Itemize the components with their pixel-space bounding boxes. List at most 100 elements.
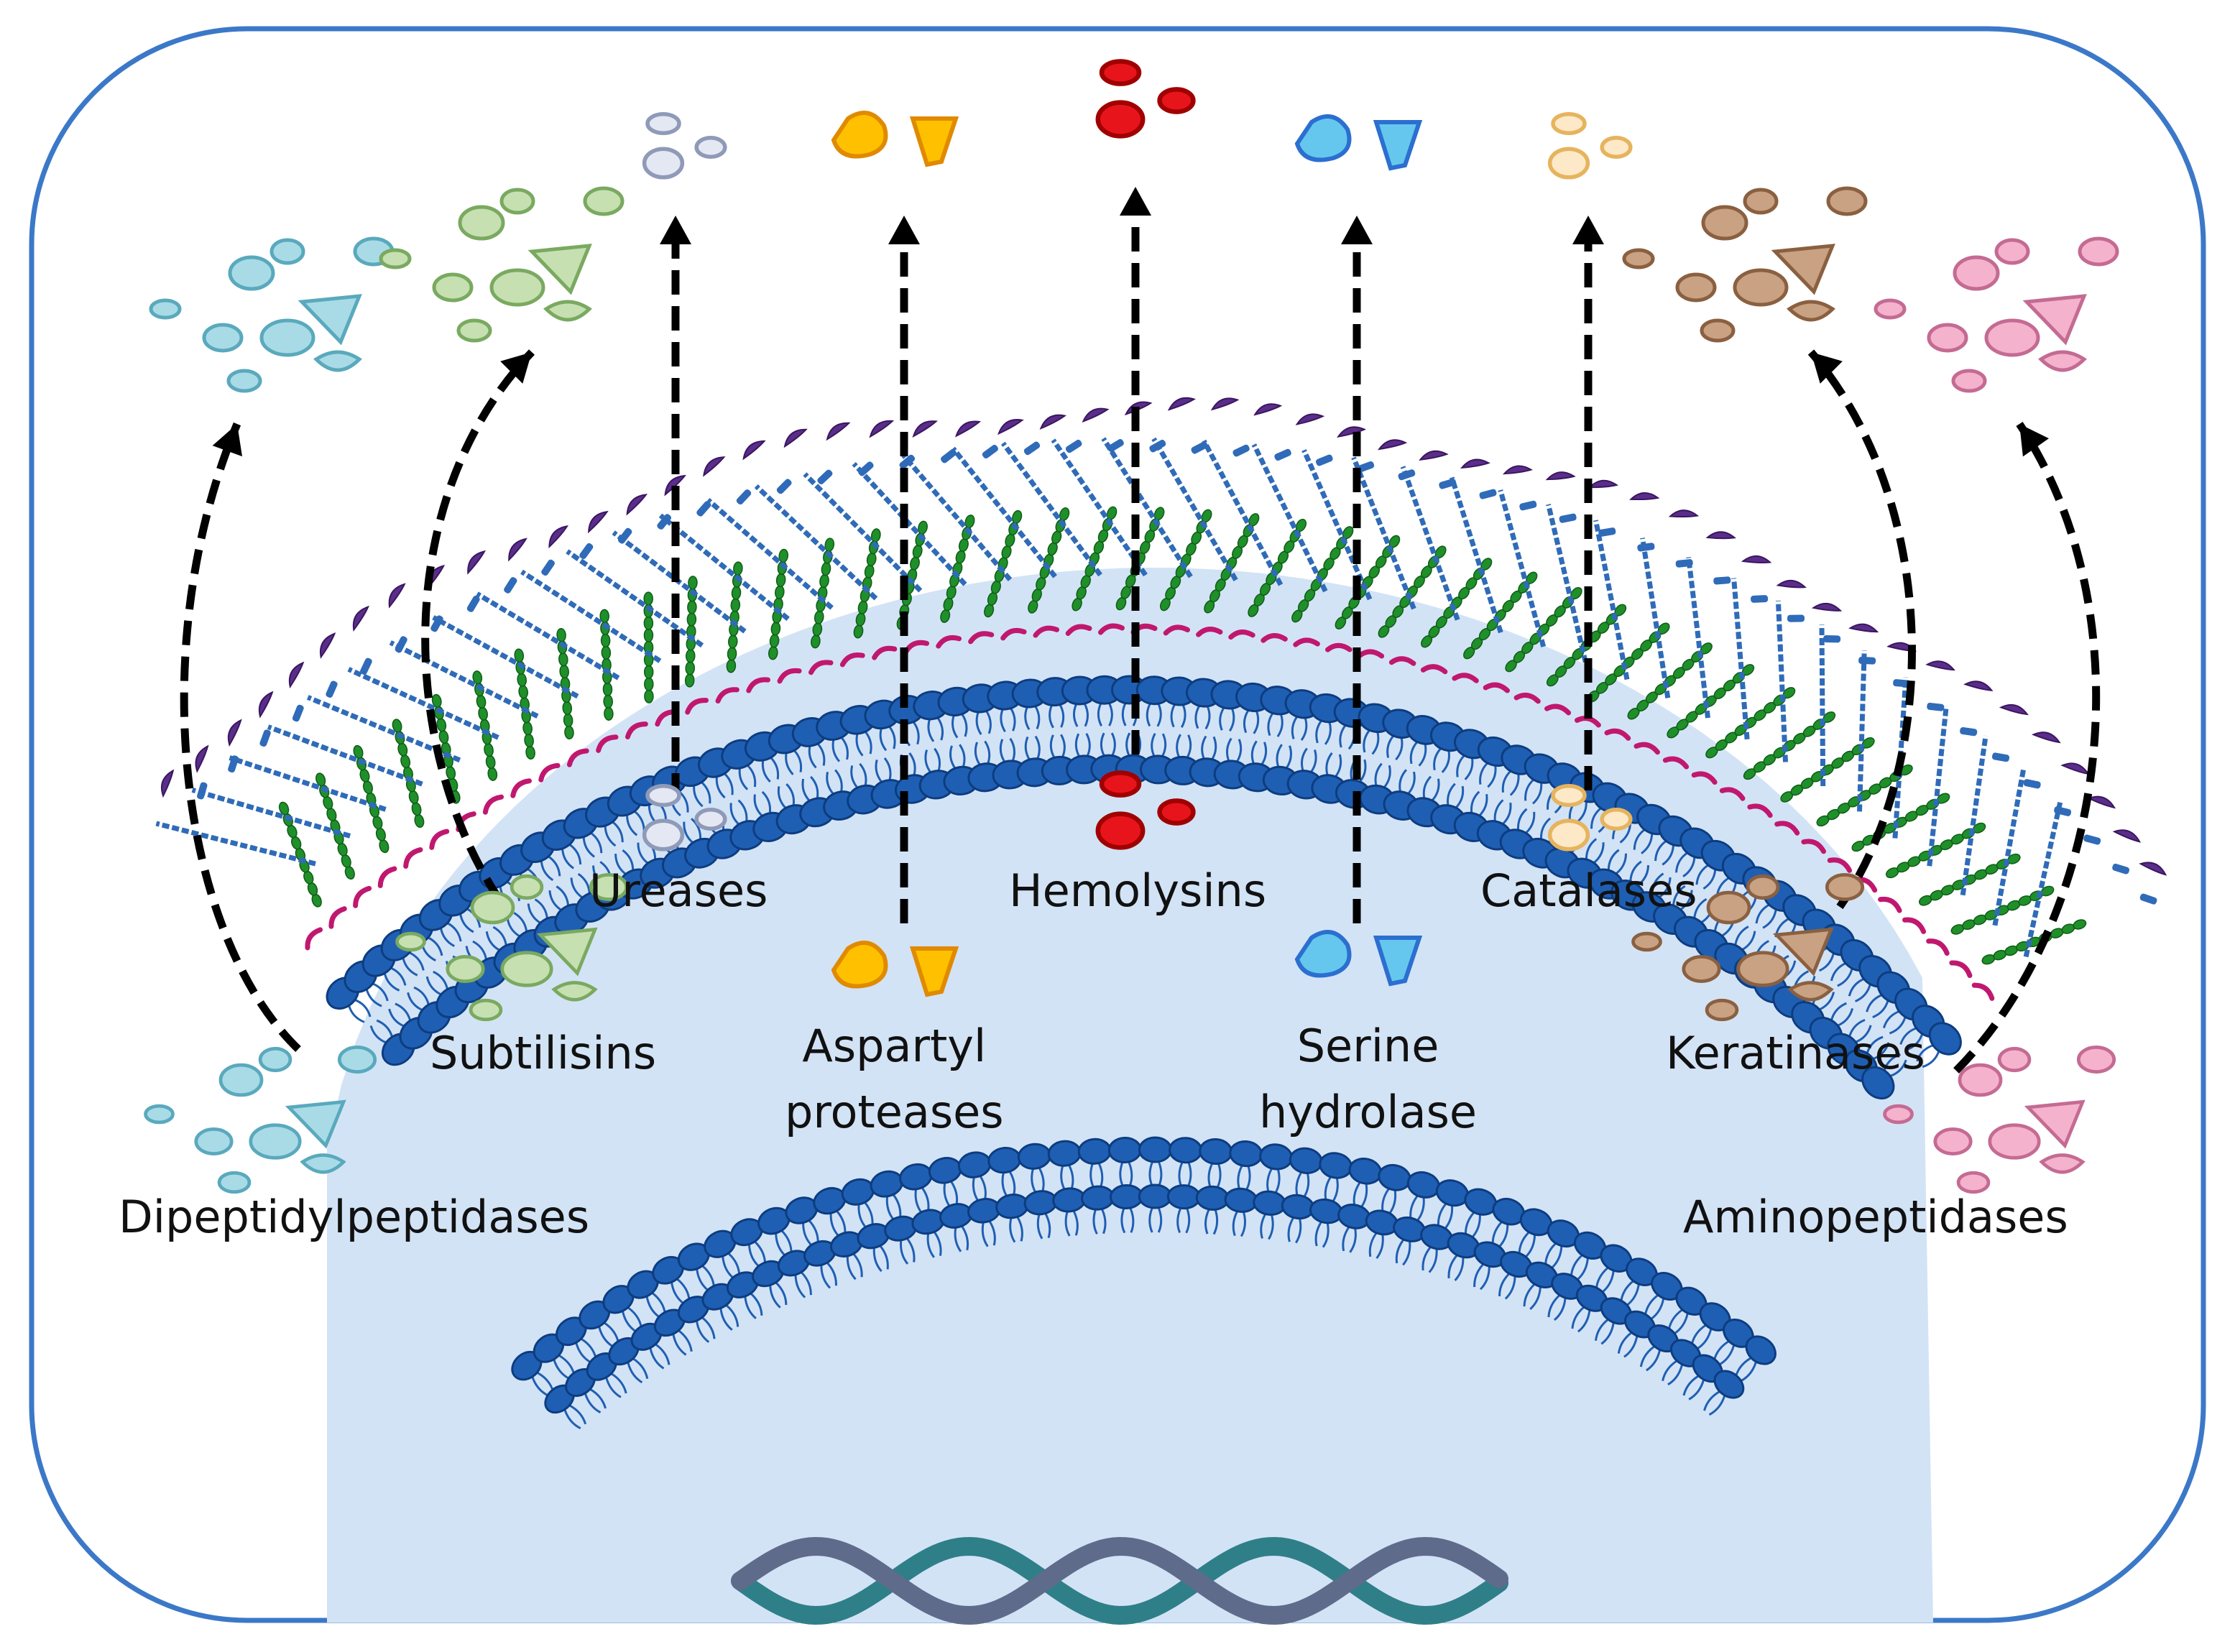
mannoprotein	[912, 420, 938, 438]
enzyme-clusters	[144, 59, 2119, 1194]
enzyme-cluster-aminopeptidases	[1883, 1046, 2116, 1194]
chitin-fiber	[1775, 600, 1788, 762]
enzyme-small-catalases	[1547, 112, 1633, 180]
chitin-segment	[1191, 441, 1208, 454]
magenta-fiber	[1293, 637, 1320, 647]
chitin-segment	[1316, 454, 1333, 466]
mannoprotein	[1848, 623, 1879, 633]
enzyme-pair-aspartyl-proteases	[831, 941, 959, 997]
chitin-fiber	[1449, 476, 1503, 634]
chitin-segment	[395, 636, 407, 653]
chitin-segment	[2112, 863, 2130, 875]
glucan-fiber	[984, 509, 1023, 618]
chitin-segment	[817, 469, 833, 485]
magenta-fiber	[1544, 703, 1572, 716]
mannoprotein	[1629, 492, 1660, 501]
chitin-segment	[541, 559, 555, 576]
mannoprotein	[1082, 407, 1110, 423]
chitin-fiber	[1301, 449, 1373, 601]
chitin-fiber	[2023, 799, 2063, 958]
dna-strand	[731, 1536, 1508, 1625]
glucan-fiber	[1851, 793, 1950, 852]
chitin-segment	[2054, 806, 2072, 816]
chitin-fiber	[1498, 489, 1547, 647]
mannoprotein	[1963, 680, 1994, 691]
chitin-fiber	[1000, 441, 1102, 577]
mannoprotein	[388, 583, 406, 609]
magenta-fiber	[777, 668, 802, 684]
chitin-fiber	[1731, 578, 1750, 740]
lipid	[857, 1223, 890, 1273]
chitin-segment	[228, 755, 239, 773]
mannoprotein	[783, 428, 808, 448]
mannoprotein	[467, 550, 486, 575]
lipid	[757, 1206, 793, 1257]
mannoprotein	[869, 420, 895, 438]
magenta-fiber	[566, 748, 589, 767]
chitin-segment	[1149, 439, 1166, 453]
arrow-head	[1811, 352, 1843, 384]
chitin-segment	[736, 489, 752, 505]
chitin-segment	[360, 657, 372, 675]
mannoprotein	[2112, 829, 2142, 843]
chitin-segment	[1559, 513, 1577, 523]
mannoprotein	[1295, 413, 1325, 425]
enzyme-cluster-subtilisins	[395, 873, 629, 1022]
chitin-fiber	[1151, 437, 1238, 581]
lipid	[1017, 1143, 1051, 1194]
glucan-fiber	[1546, 604, 1627, 687]
mannoprotein	[742, 440, 766, 461]
chitin-fiber	[1400, 466, 1460, 621]
lipid	[1595, 1297, 1633, 1345]
magenta-fiber	[1878, 896, 1902, 913]
mannoprotein	[2031, 732, 2061, 744]
chitin-fiber	[1857, 650, 1867, 812]
glucan-fiber	[1780, 737, 1875, 803]
label-aspartyl-proteases: Aspartyl proteases	[785, 1020, 1004, 1138]
chitin-segment	[1675, 559, 1693, 568]
mannoprotein	[703, 456, 726, 477]
chitin-segment	[1787, 614, 1805, 622]
chitin-fiber	[951, 446, 1057, 578]
chitin-fiber	[1927, 706, 1949, 867]
chitin-fiber	[389, 640, 539, 719]
mannoprotein	[588, 510, 609, 534]
chitin-fiber	[1351, 456, 1416, 610]
magenta-fiber	[1801, 839, 1826, 854]
enzyme-small-hemolysins	[1095, 59, 1196, 139]
magenta-fiber	[1827, 857, 1852, 873]
magenta-fiber	[1926, 938, 1950, 956]
chitin-fiber	[306, 695, 461, 763]
mannoprotein	[626, 494, 648, 516]
glucan-fiber	[853, 528, 881, 639]
lipid	[785, 1196, 819, 1247]
mannoprotein	[1776, 579, 1807, 589]
lipid	[555, 1316, 597, 1364]
enzyme-pair-aspartyl-proteases	[831, 111, 959, 167]
chitin-fiber	[191, 788, 351, 839]
magenta-fiber	[1261, 633, 1288, 643]
glucan-fiber	[1291, 526, 1354, 623]
magenta-fiber	[1228, 629, 1255, 640]
chitin-segment	[618, 527, 632, 544]
mannoprotein	[1460, 458, 1490, 469]
enzyme-cluster-keratinases	[1631, 873, 1865, 1022]
enzyme-small-hemolysins	[1095, 770, 1196, 850]
magenta-fiber	[808, 660, 834, 675]
chitin-segment	[1637, 543, 1655, 552]
mannoprotein	[160, 769, 175, 798]
chitin-segment	[941, 448, 957, 463]
mannoprotein	[1705, 531, 1736, 540]
secretion-arrow	[421, 349, 535, 903]
enzyme-small-catalases	[1547, 784, 1633, 852]
magenta-layer	[305, 623, 1995, 1001]
glucan-fiber	[514, 648, 535, 760]
mannoprotein	[352, 605, 369, 632]
chitin-fiber	[754, 484, 878, 601]
lipid	[1713, 1318, 1754, 1366]
chitin-fiber	[1101, 437, 1193, 578]
arrow-head	[2019, 424, 2049, 457]
lipid	[1861, 1053, 1907, 1100]
chitin-segment	[1751, 595, 1769, 603]
label-dipeptidylpeptidases: Dipeptidylpeptidases	[119, 1191, 590, 1243]
